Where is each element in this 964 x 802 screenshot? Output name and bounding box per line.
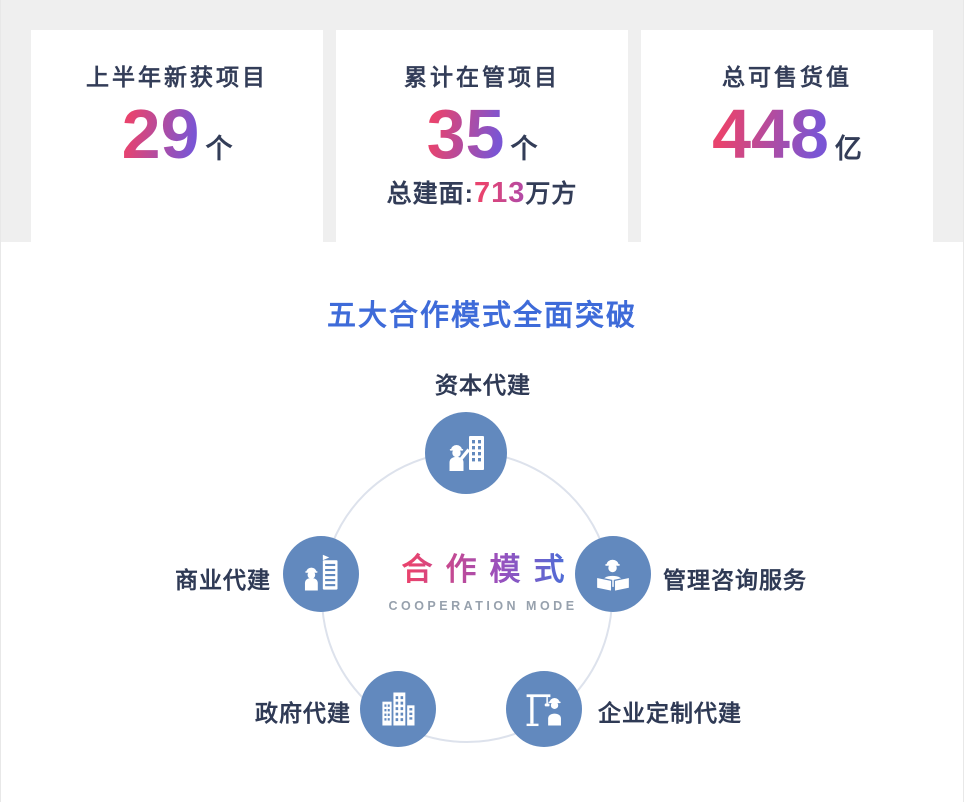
diagram-node-consulting [575,536,651,612]
stat-value-row: 448 亿 [641,95,933,173]
node-label-government: 政府代建 [255,700,351,726]
stat-card-managed-projects: 累计在管项目 35 个 总建面:713万方 [336,30,628,242]
government-construction-icon [376,687,420,731]
stat-subtext: 总建面:713万方 [336,174,628,210]
stat-label: 总可售货值 [722,64,852,90]
capital-construction-icon [442,429,490,477]
stat-sub-number: 713 [473,176,526,209]
diagram-center-subtitle: COOPERATION MODE [388,599,578,613]
stat-card-new-projects: 上半年新获项目 29 个 [31,30,323,242]
section-title: 五大合作模式全面突破 [326,300,637,332]
consulting-service-icon [591,552,635,596]
stats-row: 上半年新获项目 29 个 累计在管项目 35 个 总建面:713万方 总可售货值… [1,0,963,242]
stat-label: 累计在管项目 [404,64,560,90]
stat-sub-prefix: 总建面: [386,179,474,208]
stat-label: 上半年新获项目 [86,64,268,90]
diagram-center: 合作模式 COOPERATION MODE [1,544,963,613]
diagram-node-enterprise-custom [506,671,582,747]
stat-unit: 个 [205,134,233,164]
node-label-enterprise-custom: 企业定制代建 [598,700,742,726]
commercial-construction-icon [299,552,343,596]
diagram-center-title: 合作模式 [402,544,578,589]
stat-unit: 个 [510,134,538,164]
cooperation-mode-diagram: 合作模式 COOPERATION MODE 资本代建 商业代建 管理咨询服务 政… [1,360,963,802]
diagram-node-commercial [283,536,359,612]
diagram-node-capital [425,412,507,494]
stat-number: 448 [712,95,829,173]
stat-sub-suffix: 万方 [525,179,578,208]
node-label-capital: 资本代建 [435,372,531,398]
stat-number: 35 [426,95,505,173]
stat-number: 29 [121,95,200,173]
stat-value-row: 35 个 [336,95,628,173]
node-label-commercial: 商业代建 [175,567,271,593]
diagram-node-government [360,671,436,747]
node-label-consulting: 管理咨询服务 [663,567,807,593]
stat-unit: 亿 [834,134,862,164]
stat-value-row: 29 个 [31,95,323,173]
enterprise-custom-construction-icon [522,687,566,731]
stat-card-sellable-value: 总可售货值 448 亿 [641,30,933,242]
